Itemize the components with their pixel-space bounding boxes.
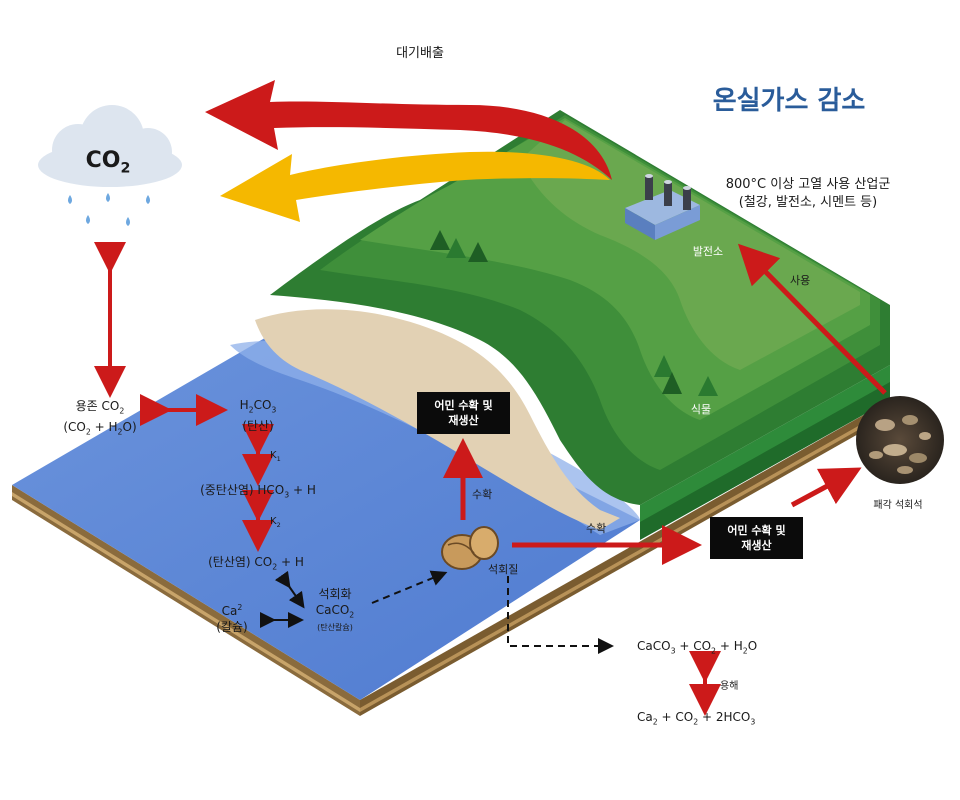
use-label: 사용 bbox=[790, 274, 811, 287]
dissolved-co2-formula-b: + H bbox=[90, 420, 118, 435]
dashed-arrow-to-shell bbox=[371, 570, 448, 604]
harvest-box-upper-line-2: 재생산 bbox=[448, 414, 479, 427]
k2-label: K2 bbox=[270, 516, 281, 529]
harvest-right-label: 수확 bbox=[586, 522, 607, 535]
harvest-box-upper-line-1: 어민 수확 및 bbox=[434, 399, 493, 412]
calcium-carbonate-text: (탄산칼슘) bbox=[317, 623, 353, 633]
k1-sub: 1 bbox=[276, 455, 281, 463]
eq1-d: O bbox=[747, 639, 758, 653]
eq1-sub1: 3 bbox=[670, 646, 676, 656]
use-arrow bbox=[737, 243, 887, 395]
industry-line-1: 800°C 이상 고열 사용 산업군 bbox=[725, 177, 891, 192]
plants-label: 식물 bbox=[690, 403, 712, 416]
dissolved-co2-sub: 2 bbox=[119, 406, 125, 416]
k1-label: K1 bbox=[270, 450, 281, 463]
dissolved-co2-label: 용존 CO2 (CO2 + H2O) bbox=[63, 398, 136, 441]
clam-icon bbox=[441, 526, 499, 570]
equation-1: CaCO3 + CO2 + H2O bbox=[637, 639, 757, 655]
carbonic-acid-text: (탄산) bbox=[242, 419, 274, 434]
dissolved-co2-formula-sub1: 2 bbox=[85, 427, 91, 437]
carbonate-sub: 2 bbox=[272, 562, 278, 572]
eq2-sub3: 3 bbox=[750, 717, 756, 727]
caco2-text: CaCO bbox=[315, 603, 350, 617]
tree-icon bbox=[430, 230, 718, 396]
harvest-box-upper: 어민 수확 및 재생산 bbox=[417, 392, 510, 434]
calcification-text: 석회화 bbox=[318, 587, 352, 601]
cloud-co2-label: CO2 bbox=[86, 148, 131, 176]
equation-2: Ca2 + CO2 + 2HCO3 bbox=[637, 710, 755, 726]
carbonate-tail: + H bbox=[277, 555, 304, 569]
bicarbonate-label: (중탄산염) HCO3 + H bbox=[200, 481, 316, 499]
calcification-label: 석회화 CaCO2 (탄산칼슘) bbox=[316, 586, 355, 633]
dissolved-co2-text: 용존 CO bbox=[75, 399, 120, 413]
ca-text: Ca bbox=[221, 604, 238, 618]
calcareous-label: 석회질 bbox=[488, 563, 519, 576]
industry-label: 800°C 이상 고열 사용 산업군 (철강, 발전소, 시멘트 등) bbox=[726, 176, 891, 212]
eq1-sub2: 2 bbox=[711, 646, 717, 656]
co2-sub-text: 2 bbox=[120, 160, 131, 177]
page-title: 온실가스 감소 bbox=[712, 86, 866, 116]
harvest-box-right-line-2: 재생산 bbox=[741, 539, 772, 552]
cloud-icon bbox=[38, 105, 182, 226]
dashed-arrow-to-equation bbox=[507, 576, 614, 654]
eq2-b: + CO bbox=[657, 710, 694, 724]
to-shell-stone-arrow bbox=[790, 467, 862, 508]
carbonate-calcification-arrow bbox=[274, 570, 305, 609]
ca-sup: 2 bbox=[237, 603, 243, 612]
bicarbonate-tail: + H bbox=[289, 483, 316, 497]
eq2-sub2: 2 bbox=[693, 717, 699, 727]
k1-text: K bbox=[270, 450, 277, 461]
dissolved-co2-formula-c: O) bbox=[122, 420, 137, 435]
h2co3-sub2: 3 bbox=[271, 405, 277, 415]
k2-sub: 2 bbox=[276, 521, 281, 529]
ocean-surface bbox=[12, 335, 640, 700]
bicarbonate-text: (중탄산염) HCO bbox=[200, 483, 285, 497]
dissolution-label: 용해 bbox=[720, 681, 739, 692]
eq1-c: + H bbox=[716, 639, 743, 653]
h2co3-sub1: 2 bbox=[248, 405, 254, 415]
harvest-up-label: 수확 bbox=[472, 488, 493, 501]
eq2-c: + 2HCO bbox=[698, 710, 751, 724]
industry-line-2: (철강, 발전소, 시멘트 등) bbox=[738, 195, 878, 210]
k2-text: K bbox=[270, 516, 277, 527]
dissolved-co2-formula-a: (CO bbox=[63, 420, 86, 435]
dissolved-co2-formula-sub2: 2 bbox=[117, 427, 123, 437]
bicarbonate-sub: 3 bbox=[284, 490, 290, 500]
land-block bbox=[255, 110, 890, 540]
caco2-sub: 2 bbox=[349, 610, 355, 620]
eq1-a: CaCO bbox=[637, 639, 671, 653]
harvest-box-right-line-1: 어민 수확 및 bbox=[727, 524, 786, 537]
h2co3-b: CO bbox=[253, 398, 272, 412]
emission-arrows bbox=[205, 80, 612, 222]
carbonic-acid-label: H2CO3 (탄산) bbox=[240, 397, 277, 434]
soil-layers bbox=[12, 400, 890, 716]
calcium-label: Ca2 (칼슘) bbox=[216, 600, 247, 635]
carbonate-text: (탄산염) CO bbox=[208, 555, 273, 569]
shell-limestone-image bbox=[856, 396, 944, 484]
eq2-sub1: 2 bbox=[652, 717, 658, 727]
harvest-box-right: 어민 수확 및 재생산 bbox=[710, 517, 803, 559]
calcium-text: (칼슘) bbox=[216, 620, 248, 634]
power-plant-icon bbox=[625, 174, 700, 240]
eq1-b: + CO bbox=[675, 639, 712, 653]
carbonate-label: (탄산염) CO2 + H bbox=[208, 553, 304, 571]
h2co3-a: H bbox=[239, 398, 249, 412]
co2-main-text: CO bbox=[85, 148, 121, 173]
eq2-a: Ca bbox=[637, 710, 653, 724]
power-plant-label: 발전소 bbox=[692, 245, 724, 258]
shell-limestone-label: 패각 석회석 bbox=[873, 500, 923, 511]
eq1-sub3: 2 bbox=[742, 646, 748, 656]
emission-label: 대기배출 bbox=[396, 46, 444, 61]
